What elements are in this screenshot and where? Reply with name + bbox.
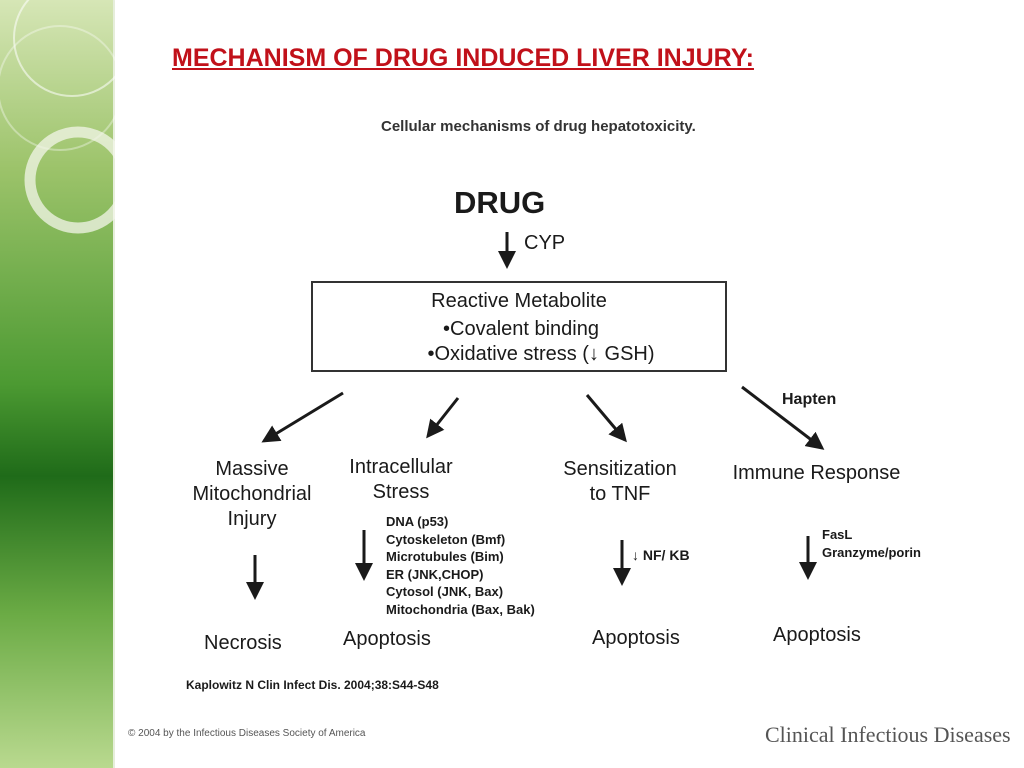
- cyp-label: CYP: [524, 232, 566, 254]
- stress-factor: DNA (p53): [386, 514, 449, 529]
- branch-label-line: Immune Response: [732, 462, 901, 484]
- journal-name: Clinical Infectious Diseases: [765, 722, 1011, 747]
- outcome-apoptosis: Apoptosis: [773, 624, 861, 646]
- branch-tnf-sensitization: Sensitization to TNF: [552, 457, 688, 507]
- branch-mitochondrial-injury: Massive Mitochondrial Injury: [182, 457, 322, 532]
- metabolite-oxidative-stress: •Oxidative stress (↓ GSH): [427, 343, 655, 365]
- immune-factor: FasL: [822, 527, 853, 542]
- outcome-apoptosis: Apoptosis: [592, 627, 680, 649]
- arrow-to-intracellular-stress: [426, 397, 460, 439]
- nf-kb-note: ↓ NF/ KB: [632, 547, 690, 563]
- metabolite-covalent-binding: •Covalent binding: [443, 318, 599, 340]
- branch-intracellular-stress: Intracellular Stress: [338, 455, 464, 505]
- drug-label: DRUG: [454, 185, 546, 220]
- outcome-necrosis: Necrosis: [204, 632, 282, 654]
- stress-factor-list: DNA (p53) Cytoskeleton (Bmf) Microtubule…: [386, 513, 535, 618]
- branch-label-line: Injury: [227, 508, 277, 530]
- branch-immune-response: Immune Response: [719, 461, 914, 486]
- reference-citation: Kaplowitz N Clin Infect Dis. 2004;38:S44…: [186, 678, 439, 692]
- stress-factor: Mitochondria (Bax, Bak): [386, 601, 535, 617]
- branch-label-line: to TNF: [589, 483, 651, 505]
- decorative-circles: [0, 0, 115, 234]
- stress-factor: Microtubules (Bim): [386, 549, 504, 564]
- arrow-to-mitochondrial-injury: [261, 391, 344, 443]
- copyright-notice: © 2004 by the Infectious Diseases Societ…: [128, 728, 366, 739]
- stress-factor: ER (JNK,CHOP): [386, 566, 484, 582]
- branch-label-line: Intracellular: [349, 456, 453, 478]
- branch-label-line: Mitochondrial: [192, 483, 312, 505]
- decorative-sidebar: [0, 0, 113, 768]
- stress-factor: Cytosol (JNK, Bax): [386, 584, 504, 599]
- hapten-label: Hapten: [782, 391, 837, 408]
- immune-factor-list: FasL Granzyme/porin: [822, 526, 921, 561]
- arrow-to-immune-response: [741, 385, 825, 450]
- stress-factor: Cytoskeleton (Bmf): [386, 531, 506, 547]
- arrow-to-tnf-sensitization: [585, 394, 627, 443]
- sidebar-divider: [113, 0, 115, 768]
- branch-label-line: Stress: [372, 481, 430, 503]
- metabolite-heading: Reactive Metabolite: [431, 290, 607, 312]
- slide-title: MECHANISM OF DRUG INDUCED LIVER INJURY:: [172, 44, 754, 72]
- branch-label-line: Massive: [215, 458, 289, 480]
- reactive-metabolite-box: Reactive Metabolite •Covalent binding •O…: [311, 281, 727, 372]
- branch-label-line: Sensitization: [563, 458, 677, 480]
- figure-caption: Cellular mechanisms of drug hepatotoxici…: [381, 118, 696, 135]
- immune-factor: Granzyme/porin: [822, 544, 921, 560]
- outcome-apoptosis: Apoptosis: [343, 628, 431, 650]
